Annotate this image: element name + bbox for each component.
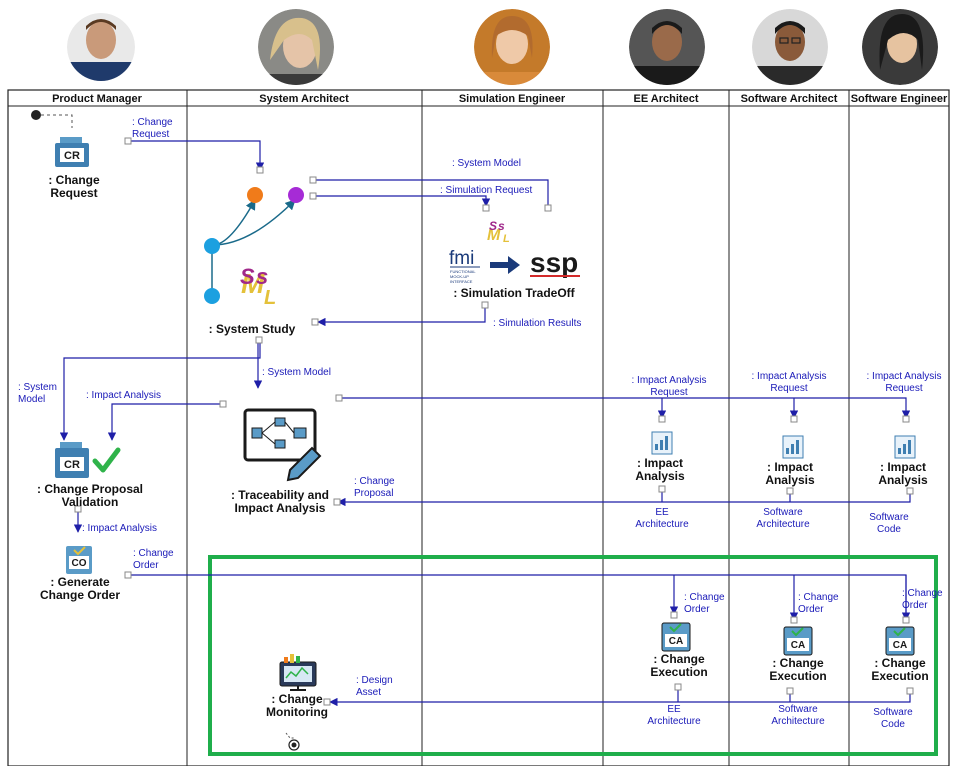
lane-header: EE Architect <box>633 93 698 105</box>
avatar-software-engineer <box>862 9 938 85</box>
avatar-product-manager <box>67 13 135 81</box>
flow-label: : Simulation Request <box>440 185 532 196</box>
change-request-doc-icon: CR <box>55 137 89 167</box>
svg-text:M: M <box>487 227 501 244</box>
svg-text:CO: CO <box>72 558 87 569</box>
pins <box>74 137 914 706</box>
change-execution-highlight <box>208 555 938 756</box>
svg-text:S: S <box>489 219 497 233</box>
svg-text:L: L <box>503 233 510 245</box>
swimlane-frame <box>7 89 950 766</box>
traceability-board-icon <box>243 408 322 482</box>
lane-header: Software Architect <box>741 93 838 105</box>
change-proposal-doc-icon: CR <box>55 442 89 478</box>
flow-label: : Impact Analysis <box>82 523 157 534</box>
svg-text:s: s <box>498 219 505 233</box>
avatar-software-architect <box>752 9 828 85</box>
svg-text:s: s <box>256 264 268 289</box>
flow-label: : System Model <box>262 367 331 378</box>
avatar-system-architect <box>258 9 334 85</box>
impact-analysis-chart-icon <box>894 435 916 459</box>
svg-text:S: S <box>240 264 255 289</box>
initial-node <box>31 110 73 128</box>
lane-header: Software Engineer <box>851 93 948 105</box>
checkmark-icon <box>92 447 121 473</box>
change-order-doc-icon: CO <box>66 546 92 574</box>
svg-text:CR: CR <box>64 150 80 162</box>
impact-analysis-chart-icon <box>651 431 673 455</box>
svg-text:L: L <box>264 287 276 309</box>
avatar-simulation-engineer <box>474 9 550 85</box>
svg-text:fmi: fmi <box>449 248 474 269</box>
lane-header: System Architect <box>259 93 349 105</box>
lane-header: Simulation Engineer <box>459 93 566 105</box>
svg-text:CA: CA <box>893 640 907 651</box>
svg-text:ssp: ssp <box>530 247 578 278</box>
avatar-ee-architect <box>629 9 705 85</box>
final-node <box>288 739 300 751</box>
flow-edges <box>59 140 911 739</box>
ssp-logo-icon: ssp <box>530 247 580 278</box>
action-system-study[interactable]: : System Study <box>209 322 296 336</box>
flow-label: : Impact Analysis <box>86 390 161 401</box>
change-action-doc-icon: CA <box>885 626 915 656</box>
svg-text:CA: CA <box>669 636 683 647</box>
change-action-doc-icon: CA <box>661 622 691 652</box>
lane-header: Product Manager <box>52 93 143 105</box>
svg-text:CA: CA <box>791 640 805 651</box>
fmi-logo-icon: fmi FUNCTIONAL MOCK-UP INTERFACE <box>449 248 480 284</box>
flow-label: : Simulation Results <box>493 318 581 329</box>
svg-text:CR: CR <box>64 459 80 471</box>
sysml-small-logo-icon: M S s L <box>487 219 510 245</box>
action-simulation-tradeoff[interactable]: : Simulation TradeOff <box>453 286 575 300</box>
impact-analysis-chart-icon <box>782 435 804 459</box>
sysml-logo-icon: M S s L <box>240 264 276 309</box>
svg-text:MOCK-UP: MOCK-UP <box>450 274 469 279</box>
monitoring-screen-icon <box>279 654 317 691</box>
svg-text:M: M <box>241 268 265 299</box>
change-action-doc-icon: CA <box>783 626 813 656</box>
svg-text:INTERFACE: INTERFACE <box>450 279 473 284</box>
transform-arrow-icon <box>490 256 520 274</box>
svg-text:FUNCTIONAL: FUNCTIONAL <box>450 269 476 274</box>
system-model-tree-icon <box>204 187 304 304</box>
flow-label: : System Model <box>452 158 521 169</box>
